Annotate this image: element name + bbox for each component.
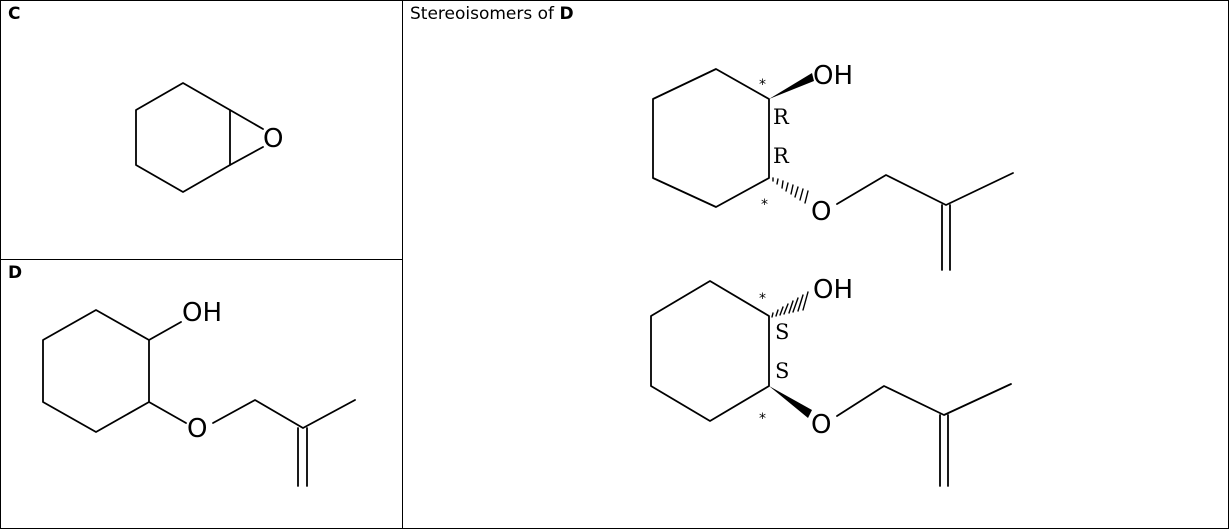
- stereocenter-star-bottom: *: [759, 411, 766, 427]
- bond-to-ether-o: [148, 401, 187, 424]
- atom-hydroxyl: OH: [182, 298, 222, 328]
- epoxide-structure: O: [135, 82, 283, 193]
- epoxide-bond-top: [229, 109, 264, 130]
- cell-label-d: D: [8, 263, 23, 283]
- cell-compound-c: C O: [1, 1, 403, 260]
- cip-label-bottom: R: [773, 144, 790, 168]
- cell-label-c: C: [8, 4, 21, 24]
- cell-stereoisomers: Stereoisomers of D OH O R: [403, 1, 1228, 528]
- atom-hydroxyl: OH: [813, 61, 853, 91]
- hash-bond-o: [772, 177, 809, 204]
- stereocenter-star-top: *: [759, 291, 766, 307]
- heading-text: Stereoisomers of: [410, 4, 560, 24]
- stereoisomers-heading: Stereoisomers of D: [410, 4, 574, 24]
- atom-ether-oxygen: O: [811, 410, 831, 440]
- cyclohexane-ring: [652, 68, 770, 208]
- heading-bold: D: [559, 4, 574, 24]
- stereocenter-star-top: *: [759, 77, 766, 93]
- atom-oxygen: O: [263, 124, 283, 154]
- methallyl-chain: [836, 383, 1012, 417]
- methallyl-chain: [212, 399, 356, 429]
- isomer-rr: OH O R R * *: [652, 61, 1014, 271]
- stereocenter-star-bottom: *: [761, 197, 768, 213]
- cell-compound-d: D OH O: [1, 260, 403, 528]
- bond-to-oh: [148, 321, 182, 341]
- wedge-bond-o: [769, 386, 812, 418]
- cip-label-top: R: [773, 105, 790, 129]
- stereoisomer-structures: OH O R R * *: [650, 61, 1014, 487]
- compound-d-structure: OH O: [42, 298, 356, 487]
- atom-hydroxyl: OH: [813, 275, 853, 305]
- atom-ether-oxygen: O: [187, 414, 207, 444]
- cyclohexane-ring: [42, 309, 150, 433]
- isomer-ss: OH O S S * *: [650, 275, 1012, 487]
- cip-label-top: S: [775, 320, 789, 344]
- cyclohexane-ring: [135, 82, 231, 193]
- hash-bond-oh: [771, 291, 809, 318]
- epoxide-bond-bottom: [229, 146, 264, 166]
- cip-label-bottom: S: [775, 359, 789, 383]
- atom-ether-oxygen: O: [811, 197, 831, 227]
- wedge-bond-oh: [769, 73, 814, 99]
- methallyl-chain: [836, 172, 1014, 206]
- cyclohexane-ring: [650, 280, 770, 422]
